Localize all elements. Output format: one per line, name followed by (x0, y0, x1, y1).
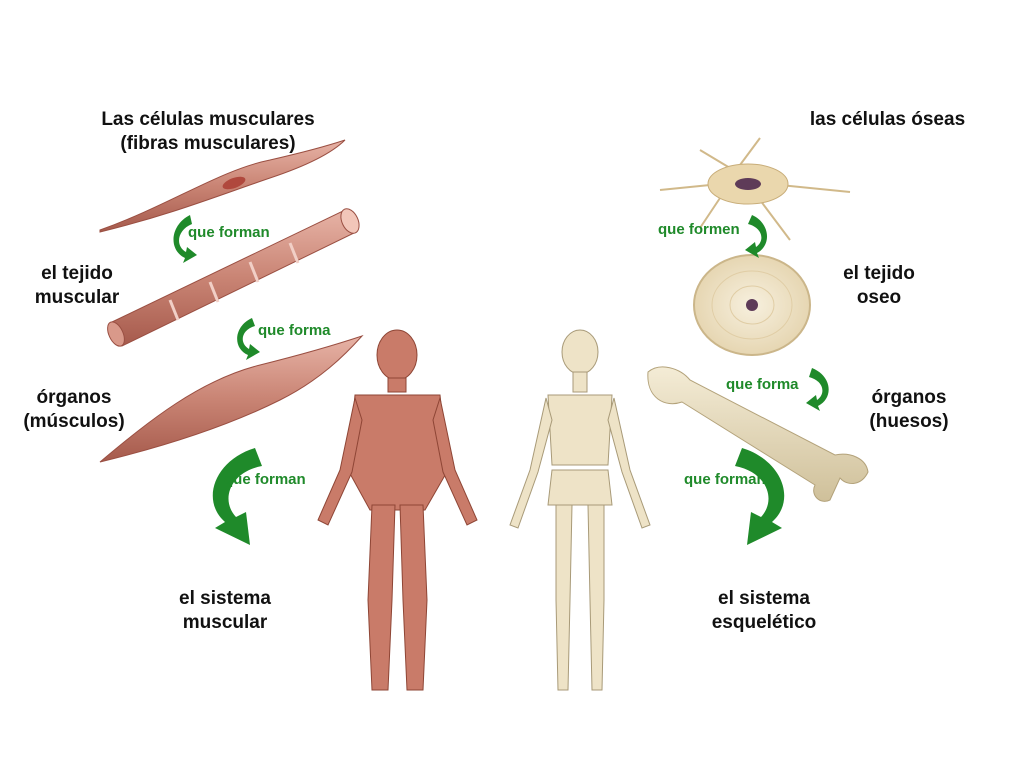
muscle-connector-3: que forman (224, 471, 306, 488)
muscle-system-label-line-2: muscular (182, 612, 268, 633)
curved-arrow-icon (735, 448, 785, 545)
bone-cell-illustration (659, 137, 851, 241)
muscle-tissue-label-line-2: muscular (34, 287, 120, 308)
muscle-tissue-label-line-1: el tejido (41, 263, 113, 284)
muscle-tissue-label: el tejido muscular (22, 262, 132, 310)
arrows-layer (173, 215, 829, 545)
curved-arrow-icon (173, 215, 197, 263)
curved-arrow-icon (745, 215, 768, 258)
curved-arrow-icon (237, 318, 260, 360)
bone-tissue-label-line-2: oseo (856, 287, 902, 308)
muscle-organ-illustration (99, 334, 364, 463)
muscle-system-label: el sistema muscular (165, 587, 285, 635)
bone-organs-label: órganos (huesos) (854, 386, 964, 434)
bone-tissue-illustration (693, 254, 811, 356)
muscle-cell-illustration (99, 139, 346, 233)
bone-system-label: el sistema esquelético (694, 587, 834, 635)
bone-tissue-label: el tejido oseo (824, 262, 934, 310)
muscle-connector-1: que forman (188, 224, 270, 241)
skeletal-system-figure (509, 329, 651, 691)
muscle-cells-label-line-1: Las células musculares (101, 109, 315, 130)
muscle-organs-label-line-1: órganos (36, 387, 112, 408)
bone-system-label-line-1: el sistema (718, 588, 810, 609)
bone-tissue-label-line-1: el tejido (843, 263, 915, 284)
bone-organ-illustration (647, 366, 869, 502)
muscle-organs-label: órganos (músculos) (14, 386, 134, 434)
muscle-cells-label-line-2: (fibras musculares) (120, 133, 296, 154)
muscle-organs-label-line-2: (músculos) (23, 411, 125, 432)
muscle-cells-label: Las células musculares (fibras musculare… (88, 108, 328, 156)
curved-arrow-icon (212, 448, 262, 545)
bone-connector-2: que forma (726, 376, 799, 393)
bone-connector-1: que formen (658, 221, 740, 238)
bone-cells-label: las células óseas (795, 108, 980, 132)
bone-organs-label-line-1: órganos (871, 387, 947, 408)
curved-arrow-icon (806, 368, 829, 411)
bone-organs-label-line-2: (huesos) (869, 411, 949, 432)
muscle-system-label-line-1: el sistema (179, 588, 271, 609)
bone-cells-label-line-1: las células óseas (809, 109, 966, 130)
muscle-connector-2: que forma (258, 322, 331, 339)
bone-connector-3: que forman (684, 471, 766, 488)
bone-system-label-line-2: esquelético (711, 612, 817, 633)
muscular-system-figure (317, 329, 478, 691)
muscle-tissue-illustration (107, 208, 360, 347)
